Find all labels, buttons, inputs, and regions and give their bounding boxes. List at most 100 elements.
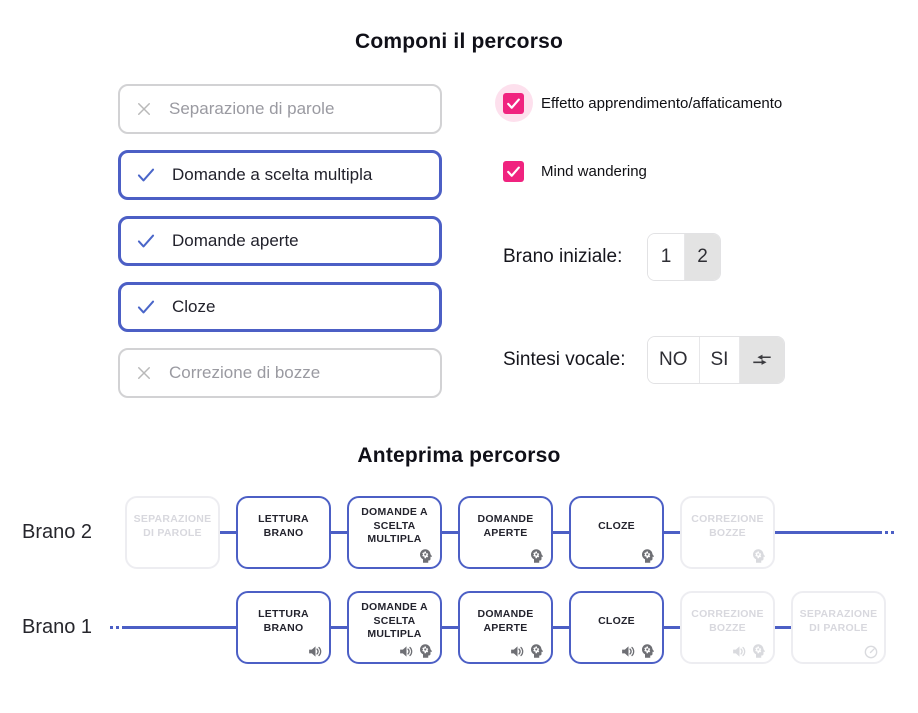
checkbox-mind-wandering[interactable] [503,160,524,182]
checkbox-row-mind-wandering[interactable]: Mind wandering [503,152,903,190]
step-label: LETTURA BRANO [258,607,309,634]
draw-icon [863,644,879,660]
step-label: SEPARAZIONE DI PAROLE [133,512,212,539]
checkbox-label: Effetto apprendimento/affaticamento [541,94,783,112]
volume-icon [731,643,748,660]
sintesi-vocale-option-si[interactable]: SI [698,337,740,383]
psychology-icon [639,547,657,565]
checkbox-halo [503,160,524,182]
step-domande-a-scelta-multipla: DOMANDE A SCELTA MULTIPLA [347,591,442,664]
step-correzione-bozze: CORREZIONE BOZZE [680,496,775,569]
connector-line [664,626,680,629]
preview-title: Anteprima percorso [357,444,561,467]
step-label: DOMANDE A SCELTA MULTIPLA [361,600,428,641]
activity-label: Separazione di parole [169,99,335,118]
activity-correzione-di-bozze[interactable]: Correzione di bozze [118,348,442,398]
checkbox-effetto-apprendimento-affaticamento[interactable] [503,92,524,114]
step-label: CLOZE [598,614,635,627]
check-white-icon [505,163,522,180]
preview-row-brano-1: Brano 1 LETTURA BRANO DOMANDE A SCELTA MUL… [0,580,918,675]
step-label: LETTURA BRANO [258,512,309,539]
psychology-icon [750,547,768,565]
step-icons [398,642,435,660]
step-correzione-bozze: CORREZIONE BOZZE [680,591,775,664]
step-lettura-brano: LETTURA BRANO [236,591,331,664]
sintesi-vocale-label: Sintesi vocale: [503,349,626,370]
step-domande-a-scelta-multipla: DOMANDE A SCELTA MULTIPLA [347,496,442,569]
brano-iniziale-option-2[interactable]: 2 [684,234,720,280]
psychology-icon [639,642,657,660]
step-label: CORREZIONE BOZZE [691,512,764,539]
brano-iniziale-label: Brano iniziale: [503,246,623,267]
connector-line [775,531,879,534]
activity-label: Domande aperte [172,231,299,250]
step-icons [417,547,435,565]
step-lettura-brano: LETTURA BRANO [236,496,331,569]
step-cloze: CLOZE [569,591,664,664]
volume-icon [398,643,415,660]
connector-line [220,531,236,534]
check-icon [136,231,156,251]
connector-line [442,626,458,629]
checkbox-row-effetto-apprendimento-affaticamento[interactable]: Effetto apprendimento/affaticamento [503,84,903,122]
step-label: DOMANDE A SCELTA MULTIPLA [361,505,428,546]
connector-line [442,531,458,534]
connector-line [664,531,680,534]
steps-track: LETTURA BRANO DOMANDE A SCELTA MULTIPLA DO… [105,591,886,664]
step-domande-aperte: DOMANDE APERTE [458,591,553,664]
step-label: DOMANDE APERTE [477,607,534,634]
activity-domande-a-scelta-multipla[interactable]: Domande a scelta multipla [118,150,442,200]
connector-line [331,626,347,629]
activity-cloze[interactable]: Cloze [118,282,442,332]
step-icons [307,643,324,660]
step-label: CORREZIONE BOZZE [691,607,764,634]
x-icon [135,364,153,382]
step-icons [639,547,657,565]
activity-domande-aperte[interactable]: Domande aperte [118,216,442,266]
psychology-icon [528,642,546,660]
psychology-icon [528,547,546,565]
step-domande-aperte: DOMANDE APERTE [458,496,553,569]
preview-row-label: Brano 1 [22,616,93,638]
step-label: SEPARAZIONE DI PAROLE [799,607,878,634]
step-separazione-di-parole: SEPARAZIONE DI PAROLE [791,591,886,664]
brano-iniziale-option-1[interactable]: 1 [648,234,684,280]
psychology-icon [750,642,768,660]
steps-track: SEPARAZIONE DI PAROLE LETTURA BRANO DOMAND… [125,496,894,569]
step-cloze: CLOZE [569,496,664,569]
compose-title: Componi il percorso [355,30,563,53]
step-label: CLOZE [598,519,635,532]
connector-line [775,626,791,629]
volume-icon [620,643,637,660]
step-icons [509,642,546,660]
sintesi-vocale-option-no[interactable]: NO [648,337,699,383]
preview-row-label: Brano 2 [22,521,93,543]
step-icons [863,644,879,660]
sintesi-vocale-option-compare-arrows[interactable] [739,337,785,383]
step-icons [750,547,768,565]
check-icon [136,165,156,185]
step-separazione-di-parole: SEPARAZIONE DI PAROLE [125,496,220,569]
checkbox-label: Mind wandering [541,162,647,180]
connector-line [331,531,347,534]
activity-label: Domande a scelta multipla [172,165,373,184]
volume-icon [307,643,324,660]
activity-separazione-di-parole[interactable]: Separazione di parole [118,84,442,134]
connector-line [553,531,569,534]
step-label: DOMANDE APERTE [477,512,534,539]
continuation-dots [110,626,125,629]
step-icons [731,642,768,660]
activity-label: Cloze [172,297,216,316]
psychology-icon [417,642,435,660]
step-icons [528,547,546,565]
continuation-dots [879,531,894,534]
volume-icon [509,643,526,660]
